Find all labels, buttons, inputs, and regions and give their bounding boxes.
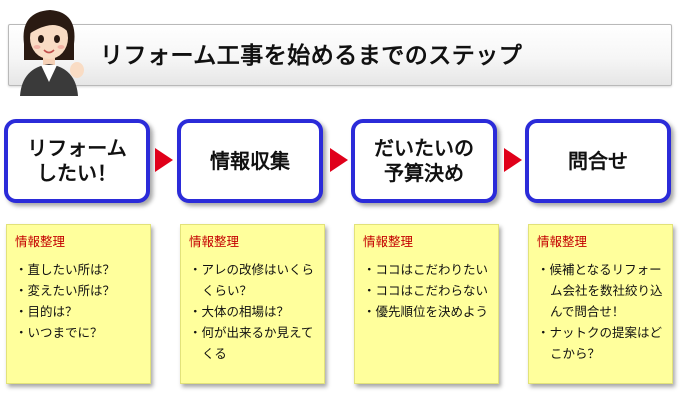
- list-item: ・ココはこだわらない: [363, 283, 489, 298]
- note-list: ・候補となるリフォーム会社を数社絞り込んで問合せ！ ・ナットクの提案はどこから？: [537, 259, 666, 364]
- step-info-gathering: 情報収集: [177, 119, 323, 203]
- note-list: ・ココはこだわりたい ・ココはこだわらない ・優先順位を決めよう: [363, 259, 492, 322]
- list-item: ・変えたい所は？: [15, 283, 116, 298]
- note-title: 情報整理: [15, 234, 66, 249]
- step-label: 問合せ: [568, 148, 628, 173]
- arrow-right-icon: [155, 148, 173, 172]
- note-step-1: 情報整理 ・直したい所は？ ・変えたい所は？ ・目的は？ ・いつまでに？: [6, 224, 151, 384]
- list-item: ・ココはこだわりたい: [363, 262, 489, 277]
- arrow-right-icon: [330, 148, 348, 172]
- list-item: ・大体の相場は？: [189, 304, 290, 319]
- step-label: リフォーム したい！: [27, 136, 127, 185]
- title-banner: [8, 24, 672, 86]
- list-item: ・目的は？: [15, 304, 78, 319]
- list-item: ・直したい所は？: [15, 262, 116, 277]
- list-item: ・何が出来るか見えてくる: [189, 325, 314, 361]
- list-item: ・いつまでに？: [15, 325, 103, 340]
- note-title: 情報整理: [537, 234, 588, 249]
- step-label: 情報収集: [210, 148, 290, 173]
- list-item: ・アレの改修はいくらくらい？: [189, 262, 315, 298]
- note-title: 情報整理: [363, 234, 414, 249]
- woman-mascot-icon: [20, 10, 84, 96]
- step-label: だいたいの 予算決め: [374, 136, 474, 185]
- note-title: 情報整理: [189, 234, 240, 249]
- step-budget: だいたいの 予算決め: [351, 119, 497, 203]
- note-step-4: 情報整理 ・候補となるリフォーム会社を数社絞り込んで問合せ！ ・ナットクの提案は…: [528, 224, 673, 384]
- arrow-right-icon: [504, 148, 522, 172]
- note-step-2: 情報整理 ・アレの改修はいくらくらい？ ・大体の相場は？ ・何が出来るか見えてく…: [180, 224, 325, 384]
- list-item: ・候補となるリフォーム会社を数社絞り込んで問合せ！: [537, 262, 663, 319]
- step-inquiry: 問合せ: [525, 119, 671, 203]
- list-item: ・優先順位を決めよう: [363, 304, 489, 319]
- page-title: リフォーム工事を始めるまでのステップ: [100, 43, 523, 69]
- note-list: ・アレの改修はいくらくらい？ ・大体の相場は？ ・何が出来るか見えてくる: [189, 259, 318, 364]
- list-item: ・ナットクの提案はどこから？: [537, 325, 663, 361]
- note-list: ・直したい所は？ ・変えたい所は？ ・目的は？ ・いつまでに？: [15, 259, 144, 343]
- note-step-3: 情報整理 ・ココはこだわりたい ・ココはこだわらない ・優先順位を決めよう: [354, 224, 499, 384]
- step-want-reform: リフォーム したい！: [4, 119, 150, 203]
